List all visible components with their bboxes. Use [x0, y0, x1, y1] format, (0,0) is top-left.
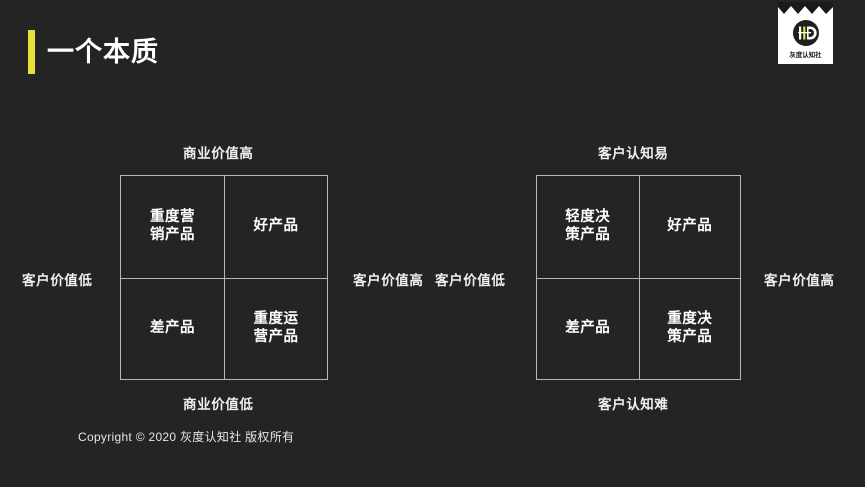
left-matrix-right-axis-label: 客户价值高 [353, 273, 424, 288]
page-title: 一个本质 [47, 36, 159, 67]
circular-emblem-icon [792, 20, 819, 46]
right-matrix-top-axis-label: 客户认知易 [598, 146, 669, 161]
slide-title-row: 一个本质 [28, 30, 159, 74]
right-quadrant-matrix: 轻度决 策产品 好产品 差产品 重度决 策产品 [536, 175, 741, 380]
right-matrix-bottom-axis-label: 客户认知难 [598, 397, 669, 412]
left-matrix-cell-top-left: 重度营 销产品 [150, 209, 195, 243]
zigzag-pattern-icon [778, 2, 833, 14]
right-matrix-cell-bottom-left: 差产品 [537, 277, 639, 380]
left-matrix-bottom-axis-label: 商业价值低 [183, 397, 254, 412]
right-matrix-cell-top-left: 轻度决 策产品 [565, 209, 611, 243]
left-matrix-left-axis-label: 客户价值低 [22, 273, 93, 288]
brand-name-label: 灰度认知社 [789, 52, 822, 59]
right-matrix-right-axis-label: 客户价值高 [764, 273, 835, 288]
left-matrix-top-axis-label: 商业价值高 [183, 146, 254, 161]
title-accent-bar [28, 30, 35, 74]
brand-logo-card: 灰度认知社 [778, 2, 833, 64]
right-matrix-left-axis-label: 客户价值低 [435, 273, 506, 288]
right-matrix-cell-bottom-right: 重度决 策产品 [638, 277, 740, 379]
left-matrix-cell-bottom-left: 差产品 [121, 277, 224, 380]
right-matrix-cell-top-right: 好产品 [638, 176, 741, 278]
left-quadrant-matrix: 重度营 销产品 好产品 差产品 重度运 营产品 [120, 175, 328, 380]
left-matrix-cell-bottom-right: 重度运 营产品 [224, 277, 327, 379]
left-matrix-cell-top-right: 好产品 [224, 176, 327, 278]
copyright-notice: Copyright © 2020 灰度认知社 版权所有 [78, 430, 295, 444]
